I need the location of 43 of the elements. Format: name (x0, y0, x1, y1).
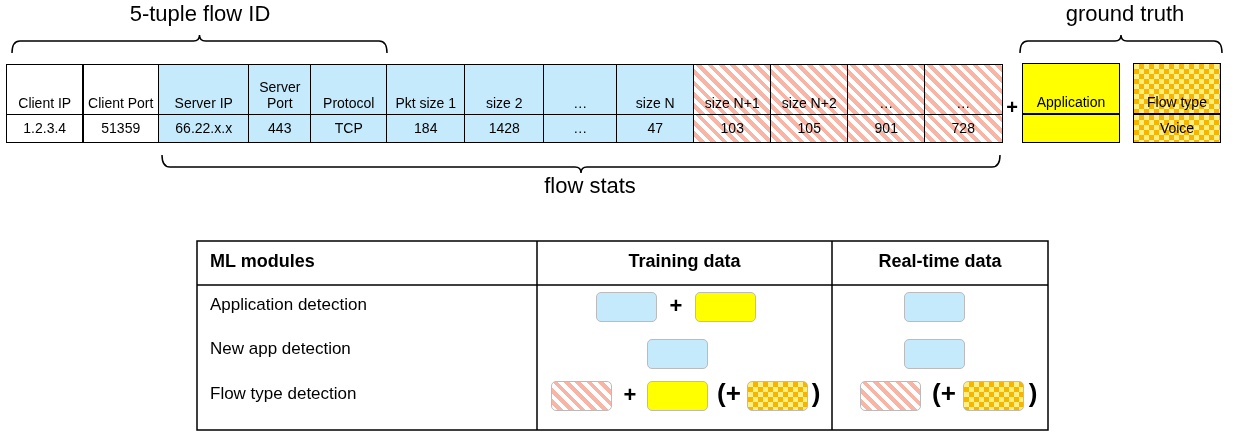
column-header: Server IP (158, 64, 250, 115)
table-value: 901 (847, 114, 926, 143)
bracketed-plus: (+ (716, 379, 742, 408)
column-header: Flow type (1133, 63, 1221, 114)
column-header: Real-time data (877, 252, 1003, 272)
closing-parenthesis: ) (1027, 379, 1039, 408)
column-header: size N+1 (693, 64, 772, 115)
column-header: Training data (627, 252, 742, 272)
column-header: Client IP (6, 64, 84, 115)
table-value: 184 (386, 114, 466, 143)
bracket-label: 5-tuple flow ID (128, 2, 272, 27)
column-header: Protocol (310, 64, 388, 115)
bracketed-plus: (+ (931, 379, 957, 408)
column-header: Server Port (248, 64, 312, 115)
table-value: 47 (616, 114, 695, 143)
row-label: Flow type detection (210, 385, 358, 404)
plus-sign: + (622, 383, 638, 408)
table-value: TCP (310, 114, 388, 143)
plus-sign: + (668, 294, 684, 319)
column-header: … (847, 64, 926, 115)
plus-sign: + (1005, 96, 1019, 118)
table-value: 1.2.3.4 (6, 114, 84, 143)
column-header: … (543, 64, 618, 115)
row-label: Application detection (210, 296, 368, 315)
column-header: … (924, 64, 1003, 115)
closing-parenthesis: ) (810, 379, 822, 408)
column-header: size N (616, 64, 695, 115)
column-header: size N+2 (770, 64, 849, 115)
column-header: size 2 (464, 64, 545, 115)
table-value: … (543, 114, 618, 143)
table-value: 1428 (464, 114, 545, 143)
table-value: 103 (693, 114, 772, 143)
table-value: Voice (1133, 114, 1221, 143)
row-label: New app detection (210, 340, 352, 359)
bracket-label: flow stats (543, 174, 637, 199)
column-header: Application (1022, 63, 1120, 114)
table-value: 105 (770, 114, 849, 143)
table-value: 66.22.x.x (158, 114, 250, 143)
column-header: ML modules (210, 252, 316, 272)
table-value: 443 (248, 114, 312, 143)
table-value: 728 (924, 114, 1003, 143)
column-header: Pkt size 1 (386, 64, 466, 115)
bracket-label: ground truth (1064, 2, 1186, 27)
